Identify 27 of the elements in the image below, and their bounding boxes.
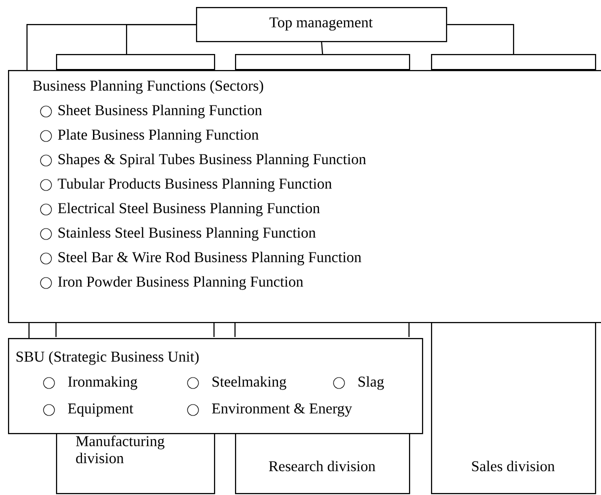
- connector-line: [447, 24, 514, 54]
- division-box: Research division: [235, 433, 410, 494]
- list-item: Electrical Steel Business Planning Function: [40, 202, 320, 216]
- list-item: Shapes & Spiral Tubes Business Planning Function: [40, 154, 366, 168]
- management-box: Top management: [196, 7, 448, 42]
- heading: Business Planning Functions (Sectors): [33, 80, 264, 94]
- list-item: Stainless Steel Business Planning Function: [40, 227, 316, 241]
- list-item: Iron Powder Business Planning Function: [40, 276, 304, 290]
- list-item: Equipment: [43, 403, 134, 417]
- connector-line: [28, 323, 30, 338]
- connector-line: [126, 24, 196, 54]
- list-item: Sheet Business Planning Function: [40, 104, 262, 118]
- list-item: Steelmaking: [187, 376, 286, 390]
- heading: SBU (Strategic Business Unit): [16, 351, 199, 365]
- list-item: Ironmaking: [43, 376, 138, 390]
- planning-box: [8, 70, 601, 324]
- division-box: Manufacturing division: [56, 433, 216, 494]
- list-item: Environment & Energy: [187, 403, 352, 417]
- column-top-box: [235, 54, 410, 70]
- division-box: Sales division: [431, 322, 596, 494]
- connector-line: [321, 42, 324, 54]
- list-item: Tubular Products Business Planning Function: [40, 178, 332, 192]
- column-top-box: [431, 54, 596, 70]
- list-item: Slag: [333, 376, 384, 390]
- list-item: Plate Business Planning Function: [40, 129, 259, 143]
- column-top-box: [56, 54, 216, 70]
- list-item: Steel Bar & Wire Rod Business Planning Function: [40, 252, 362, 266]
